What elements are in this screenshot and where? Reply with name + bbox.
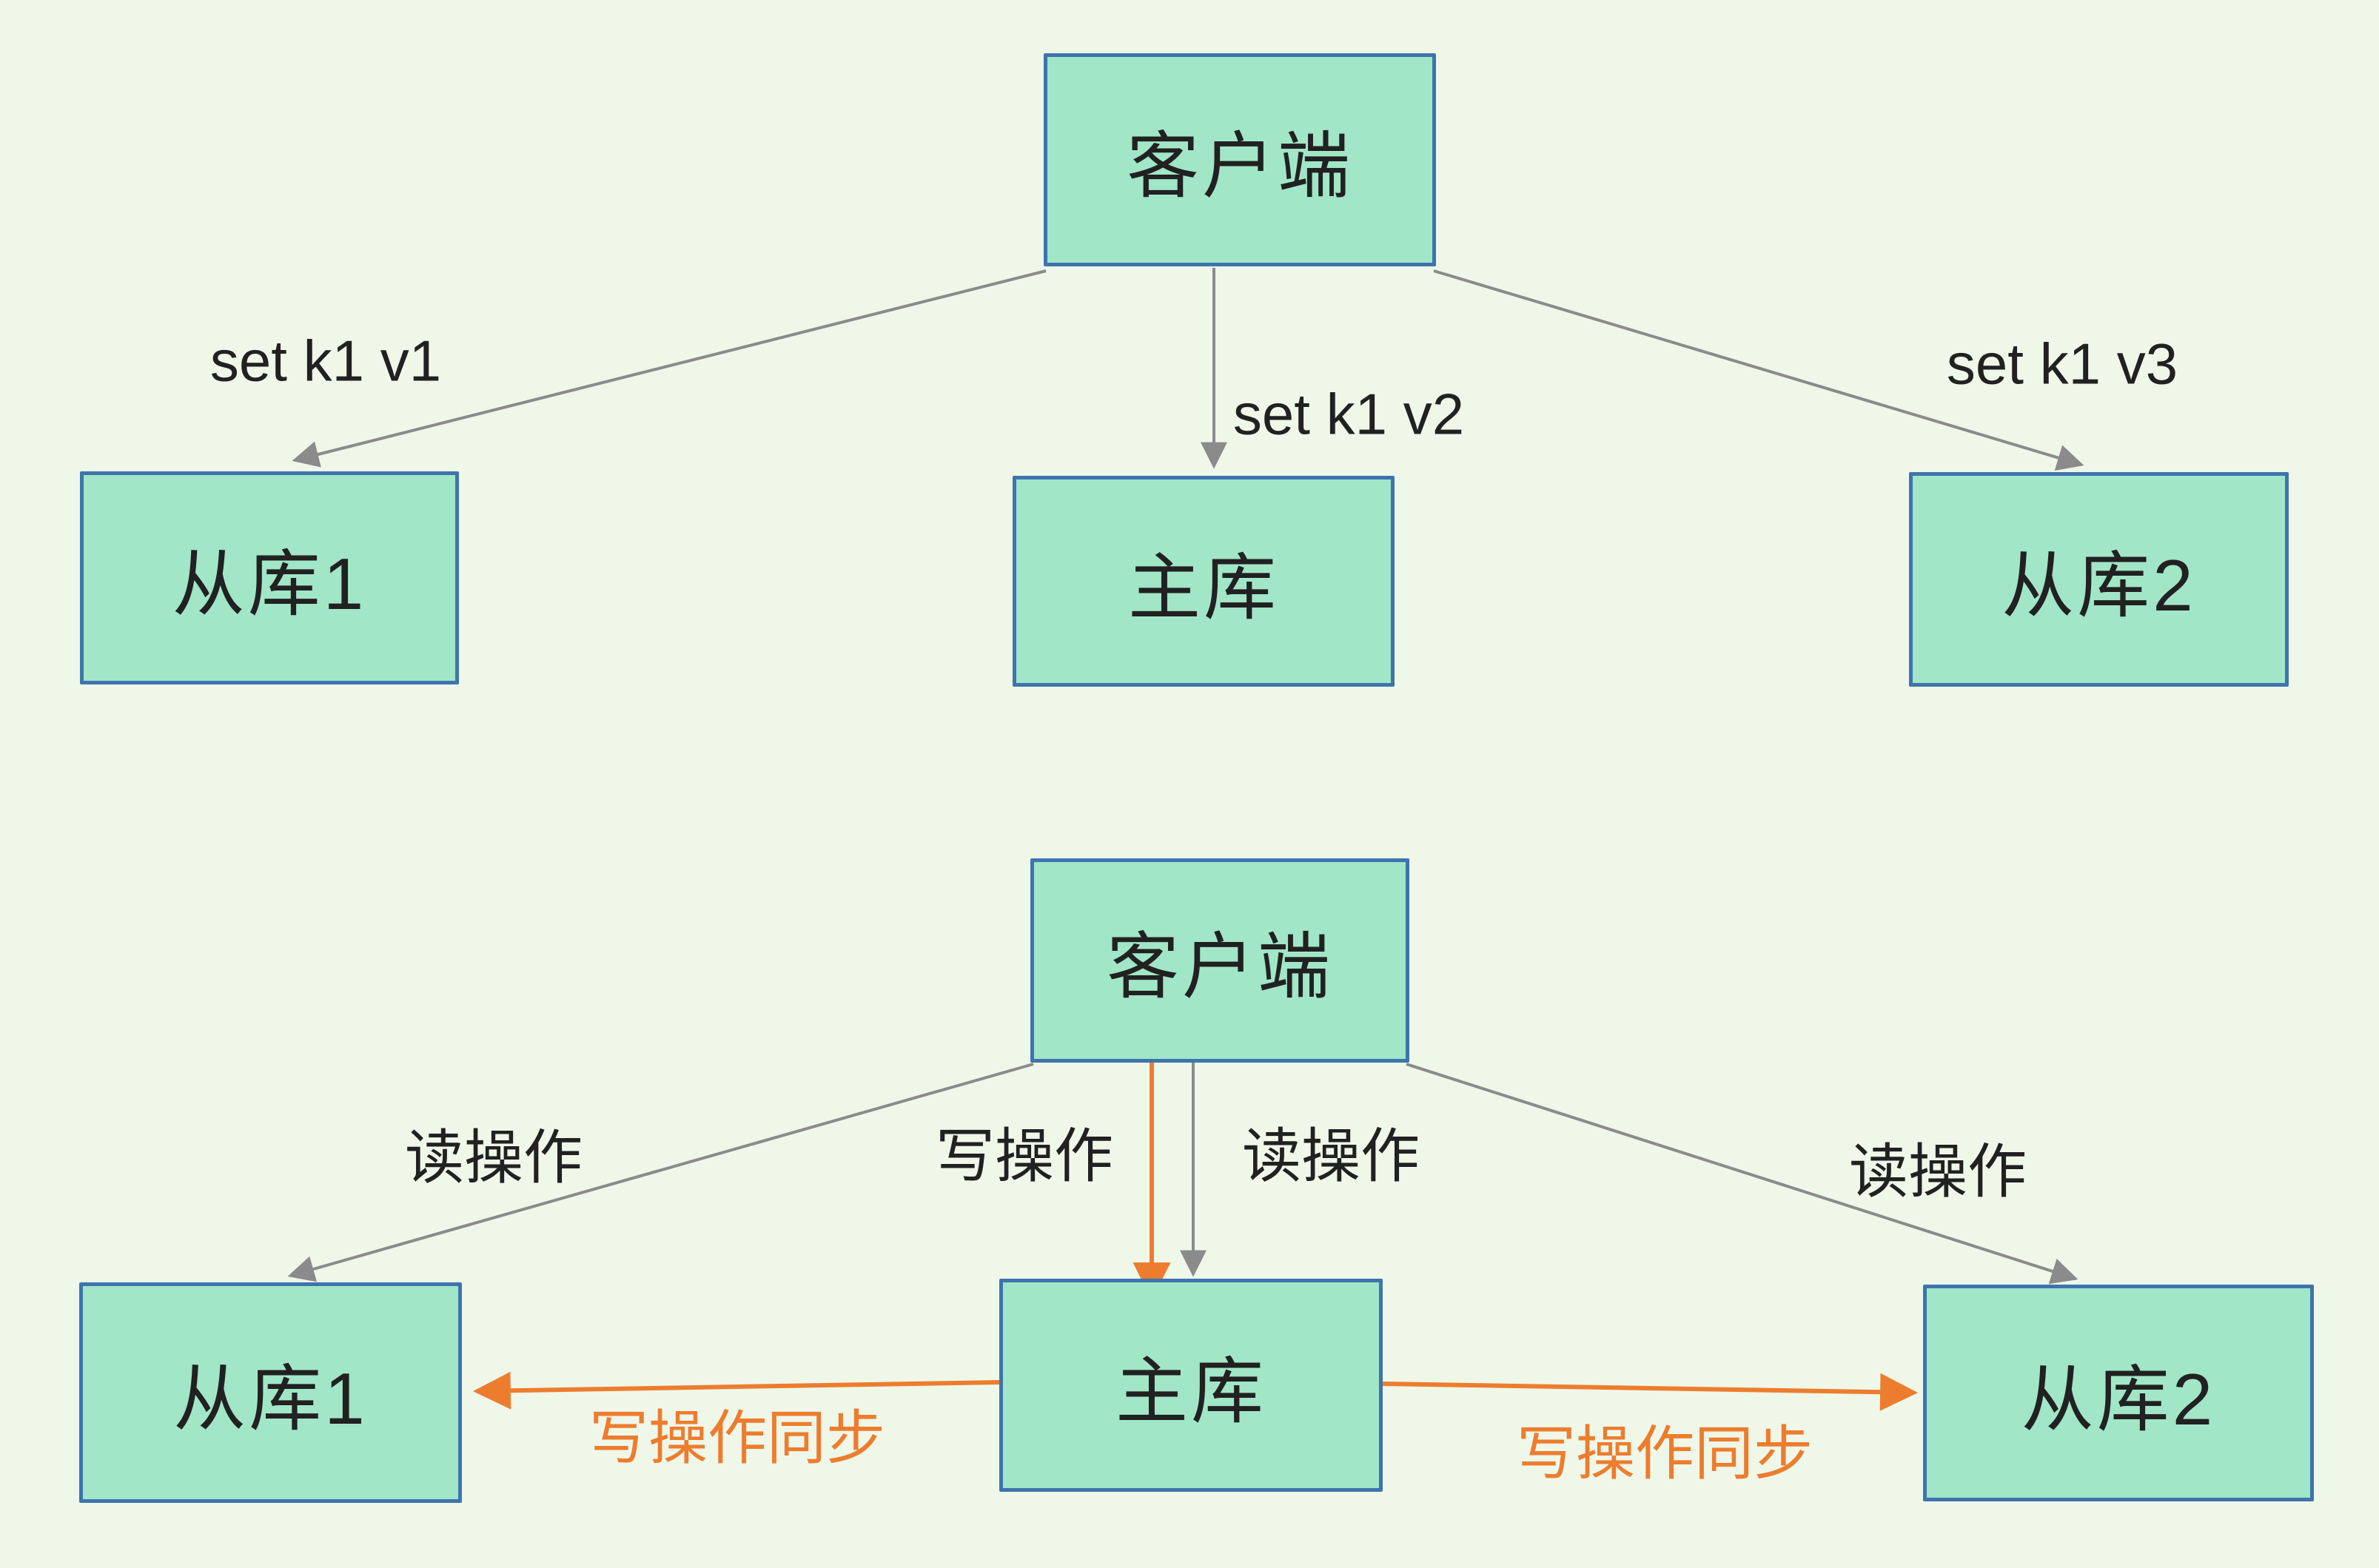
node-bottom-client: 客户端 xyxy=(1030,858,1409,1063)
node-top-client: 客户端 xyxy=(1044,53,1436,266)
arrow-bottom-client-read-slave2 xyxy=(1406,1063,2078,1285)
arrow-bottom-client-read-slave1 xyxy=(287,1063,1034,1282)
node-bottom-master: 主库 xyxy=(999,1279,1383,1492)
edge-label-set-k1-v3: set k1 v3 xyxy=(1946,331,2178,397)
node-bottom-client-label: 客户端 xyxy=(1106,926,1333,1007)
node-top-slave2-label: 从库2 xyxy=(2001,545,2196,626)
edge-label-read-mid: 读操作 xyxy=(1242,1123,1420,1189)
node-top-slave2: 从库2 xyxy=(1909,472,2289,687)
node-bottom-slave1-label: 从库1 xyxy=(173,1358,368,1439)
arrow-top-client-to-slave1 xyxy=(292,269,1047,468)
node-bottom-master-label: 主库 xyxy=(1115,1350,1266,1432)
node-bottom-slave2-label: 从库2 xyxy=(2021,1358,2216,1440)
edge-label-sync-left: 写操作同步 xyxy=(589,1405,885,1471)
node-bottom-slave1: 从库1 xyxy=(79,1282,462,1503)
node-top-master-label: 主库 xyxy=(1127,546,1279,628)
arrow-top-client-to-slave2 xyxy=(1433,269,2084,471)
node-top-slave1-label: 从库1 xyxy=(172,543,367,625)
edge-label-set-k1-v1: set k1 v1 xyxy=(209,328,442,394)
edge-label-read-right: 读操作 xyxy=(1849,1139,2027,1205)
node-top-client-label: 客户端 xyxy=(1126,125,1353,206)
edge-label-read-left: 读操作 xyxy=(405,1125,583,1191)
node-top-master: 主库 xyxy=(1013,476,1395,687)
node-top-slave1: 从库1 xyxy=(80,471,459,684)
node-bottom-slave2: 从库2 xyxy=(1923,1285,2314,1501)
arrow-bottom-master-sync-slave1 xyxy=(472,1371,1000,1410)
edge-label-sync-right: 写操作同步 xyxy=(1517,1421,1813,1487)
arrow-bottom-master-sync-slave2 xyxy=(1382,1373,1919,1411)
edge-label-set-k1-v2: set k1 v2 xyxy=(1232,381,1465,447)
edge-label-write: 写操作 xyxy=(936,1123,1113,1189)
